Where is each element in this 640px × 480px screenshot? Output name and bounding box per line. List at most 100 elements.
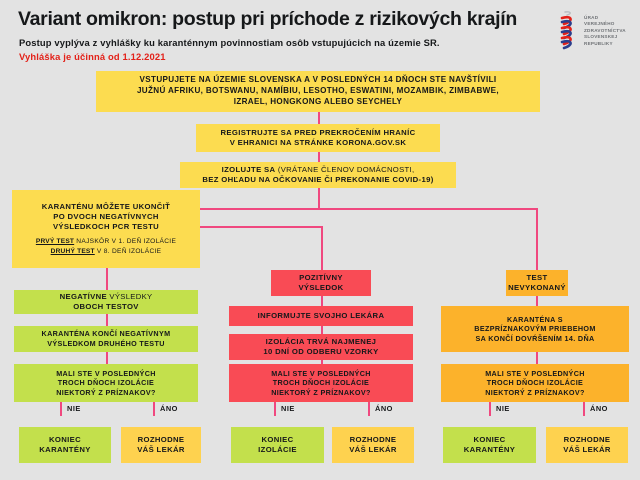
no-test-step-1-line-2: BEZPRÍZNAKOVÝM PRIEBEHOM: [474, 324, 596, 334]
connector-neg-yes: [153, 402, 155, 416]
register-line-2: V EHRANICI NA STRÁNKE KORONA.GOV.SK: [229, 138, 407, 147]
box-negative-outcome-no: KONIEC KARANTÉNY: [19, 427, 111, 463]
negative-question-line-2: TROCH DŇOCH IZOLÁCIE: [57, 378, 155, 388]
positive-outcome-no-line-1: KONIEC: [261, 434, 294, 444]
negative-no-label: NIE: [67, 404, 81, 413]
positive-yes-label: ÁNO: [375, 404, 393, 413]
no-test-question-line-3: NIEKTORÝ Z PRÍZNAKOV?: [485, 387, 585, 397]
negative-step-1-line-2: VÝSLEDKOM DRUHÉHO TESTU: [47, 339, 165, 348]
negative-head-line-1: NEGATÍVNE VÝSLEDKY: [60, 292, 153, 302]
box-negative-result: NEGATÍVNE VÝSLEDKY OBOCH TESTOV: [14, 290, 198, 314]
connector-notest-no: [489, 402, 491, 416]
connector-notest-yes: [583, 402, 585, 416]
connector-pos-step-1: [321, 296, 323, 306]
connector-notest-step-1: [536, 296, 538, 306]
box-positive-step-1: INFORMUJTE SVOJHO LEKÁRA: [229, 306, 413, 326]
no-test-question-line-1: MALI STE V POSLEDNÝCH: [485, 368, 585, 378]
logo-wordmark: ÚRAD VEREJNÉHO ZDRAVOTNÍCTVA SLOVENSKEJ …: [584, 15, 636, 47]
qend-note-1: PRVÝ TEST NAJSKÔR V 1. DEŇ IZOLÁCIE: [36, 237, 176, 247]
qend-line-2: PO DVOCH NEGATÍVNYCH: [53, 211, 159, 221]
connector-bus-middle: [78, 226, 323, 228]
negative-question-line-3: NIEKTORÝ Z PRÍZNAKOV?: [56, 387, 156, 397]
box-quarantine-end: KARANTÉNU MÔŽETE UKONČIŤ PO DVOCH NEGATÍ…: [12, 190, 200, 268]
negative-outcome-yes-line-1: ROZHODNE: [137, 434, 185, 444]
isolate-rest: (VRÁTANE ČLENOV DOMÁCNOSTI,: [275, 164, 415, 174]
positive-head-line-1: POZITÍVNY: [299, 272, 343, 282]
connector-neg-step-2: [106, 352, 108, 364]
entry-line-1: VSTUPUJETE NA ÚZEMIE SLOVENSKA A V POSLE…: [139, 75, 497, 85]
positive-head-line-2: VÝSLEDOK: [298, 283, 344, 292]
box-negative-outcome-yes: ROZHODNE VÁŠ LEKÁR: [121, 427, 201, 463]
qend-note-1-rest: NAJSKÔR V 1. DEŇ IZOLÁCIE: [74, 238, 177, 246]
box-negative-step-1: KARANTÉNA KONČÍ NEGATÍVNYM VÝSLEDKOM DRU…: [14, 326, 198, 352]
negative-head-line-2: OBOCH TESTOV: [73, 302, 139, 311]
no-test-head-line-1: TEST: [526, 272, 548, 282]
connector-drop-no-test: [536, 208, 538, 270]
box-no-test-result: TEST NEVYKONANÝ: [506, 270, 568, 296]
isolate-line-2: BEZ OHĽADU NA OČKOVANIE ČI PREKONANIE CO…: [202, 175, 434, 184]
wave-stripes-icon: [558, 9, 580, 55]
box-register-border: REGISTRUJTE SA PRED PREKROČENÍM HRANÍC V…: [196, 124, 440, 152]
positive-question-line-2: TROCH DŇOCH IZOLÁCIE: [272, 378, 370, 388]
logo-line-1: ÚRAD: [584, 15, 599, 20]
no-test-head-line-2: NEVYKONANÝ: [508, 283, 566, 292]
positive-outcome-yes-line-2: VÁŠ LEKÁR: [349, 445, 397, 454]
box-no-test-outcome-no: KONIEC KARANTÉNY: [443, 427, 536, 463]
isolate-strong: IZOLUJTE SA: [221, 164, 276, 174]
organization-logo: ÚRAD VEREJNÉHO ZDRAVOTNÍCTVA SLOVENSKEJ …: [558, 9, 634, 55]
connector-register-to-isolate: [318, 152, 320, 162]
qend-line-3: VÝSLEDKOCH PCR TESTU: [52, 222, 160, 232]
page-title: Variant omikron: postup pri príchode z r…: [18, 8, 517, 30]
qend-notes: PRVÝ TEST NAJSKÔR V 1. DEŇ IZOLÁCIE DRUH…: [36, 237, 176, 256]
logo-line-3: ZDRAVOTNÍCTVA: [584, 27, 626, 33]
positive-step-2-line-1: IZOLÁCIA TRVÁ NAJMENEJ: [265, 336, 377, 346]
no-test-outcome-yes-line-1: ROZHODNE: [563, 434, 611, 444]
box-positive-step-2: IZOLÁCIA TRVÁ NAJMENEJ 10 DNÍ OD ODBERU …: [229, 334, 413, 360]
qend-note-2: DRUHÝ TEST V 8. DEŇ IZOLÁCIE: [36, 247, 176, 257]
page-subtitle: Postup vyplýva z vyhlášky ku karanténnym…: [19, 37, 440, 48]
box-no-test-step-1: KARANTÉNA S BEZPRÍZNAKOVÝM PRIEBEHOM SA …: [441, 306, 629, 352]
entry-line-3: IZRAEL, HONGKONG ALEBO SEYCHELY: [233, 96, 403, 106]
connector-pos-yes: [368, 402, 370, 416]
register-line-1: REGISTRUJTE SA PRED PREKROČENÍM HRANÍC: [220, 127, 416, 137]
positive-step-2-line-2: 10 DNÍ OD ODBERU VZORKY: [263, 347, 379, 356]
qend-note-2-rest: V 8. DEŇ IZOLÁCIE: [94, 247, 162, 255]
negative-step-1-line-1: KARANTÉNA KONČÍ NEGATÍVNYM: [41, 329, 171, 339]
positive-step-1-line-1: INFORMUJTE SVOJHO LEKÁRA: [257, 310, 385, 320]
qend-note-2-label: DRUHÝ TEST: [50, 247, 95, 255]
header: Variant omikron: postup pri príchode z r…: [0, 0, 640, 66]
box-positive-question: MALI STE V POSLEDNÝCH TROCH DŇOCH IZOLÁC…: [229, 364, 413, 402]
connector-isolate-down: [318, 188, 320, 210]
no-test-no-label: NIE: [496, 404, 510, 413]
logo-line-5: REPUBLIKY: [584, 40, 613, 46]
positive-question-line-1: MALI STE V POSLEDNÝCH: [271, 368, 371, 378]
no-test-outcome-yes-line-2: VÁŠ LEKÁR: [563, 445, 611, 454]
no-test-question-line-2: TROCH DŇOCH IZOLÁCIE: [486, 378, 584, 388]
connector-bus-right: [78, 208, 538, 210]
connector-entry-to-register: [318, 112, 320, 124]
negative-head-strong: NEGATÍVNE: [59, 291, 107, 301]
no-test-outcome-no-line-2: KARANTÉNY: [463, 445, 516, 454]
entry-line-2: JUŽNÚ AFRIKU, BOTSWANU, NAMÍBIU, LESOTHO…: [136, 86, 500, 96]
connector-pos-step-3: [321, 356, 323, 364]
positive-question-line-3: NIEKTORÝ Z PRÍZNAKOV?: [271, 387, 371, 397]
connector-pos-step-2: [321, 326, 323, 334]
positive-no-label: NIE: [281, 404, 295, 413]
box-positive-outcome-no: KONIEC IZOLÁCIE: [231, 427, 324, 463]
connector-notest-step-2: [536, 352, 538, 364]
box-no-test-question: MALI STE V POSLEDNÝCH TROCH DŇOCH IZOLÁC…: [441, 364, 629, 402]
positive-outcome-yes-line-1: ROZHODNE: [349, 434, 397, 444]
box-isolate: IZOLUJTE SA (VRÁTANE ČLENOV DOMÁCNOSTI, …: [180, 162, 456, 188]
logo-line-2: VEREJNÉHO: [584, 21, 615, 27]
logo-line-4: SLOVENSKEJ: [584, 34, 618, 40]
qend-line-1: KARANTÉNU MÔŽETE UKONČIŤ: [41, 201, 171, 211]
negative-outcome-no-line-2: KARANTÉNY: [39, 445, 91, 454]
negative-yes-label: ÁNO: [160, 404, 178, 413]
box-no-test-outcome-yes: ROZHODNE VÁŠ LEKÁR: [546, 427, 628, 463]
effective-date-note: Vyhláška je účinná od 1.12.2021: [19, 51, 166, 62]
connector-neg-step-1: [106, 314, 108, 326]
box-positive-result: POZITÍVNY VÝSLEDOK: [271, 270, 371, 296]
qend-note-1-label: PRVÝ TEST: [35, 238, 75, 246]
connector-drop-positive: [321, 226, 323, 270]
connector-drop-negative: [106, 268, 108, 290]
